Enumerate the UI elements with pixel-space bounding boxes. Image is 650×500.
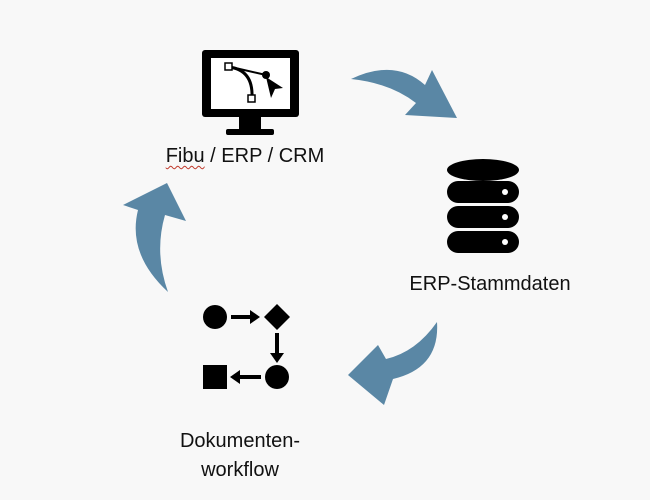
node-label-fibu: Fibu / ERP / CRM	[160, 143, 330, 169]
node-label-fibu-word: Fibu	[165, 145, 205, 167]
node-label-doku: Dokumenten- workflow	[160, 428, 320, 483]
workflow-icon	[203, 304, 290, 389]
node-label-fibu-rest: / ERP / CRM	[204, 145, 325, 167]
arrow-doku-to-fibu	[123, 183, 186, 292]
node-label-doku-line2: workflow	[201, 459, 279, 481]
arrow-fibu-to-stamm	[351, 69, 457, 118]
node-label-doku-line1: Dokumenten-	[179, 430, 301, 452]
node-label-stamm-text: ERP-Stammdaten	[409, 273, 571, 295]
database-icon	[447, 159, 519, 253]
node-label-stamm: ERP-Stammdaten	[400, 271, 580, 297]
arrow-stamm-to-doku	[348, 322, 438, 405]
monitor-bezier-icon	[202, 50, 299, 135]
